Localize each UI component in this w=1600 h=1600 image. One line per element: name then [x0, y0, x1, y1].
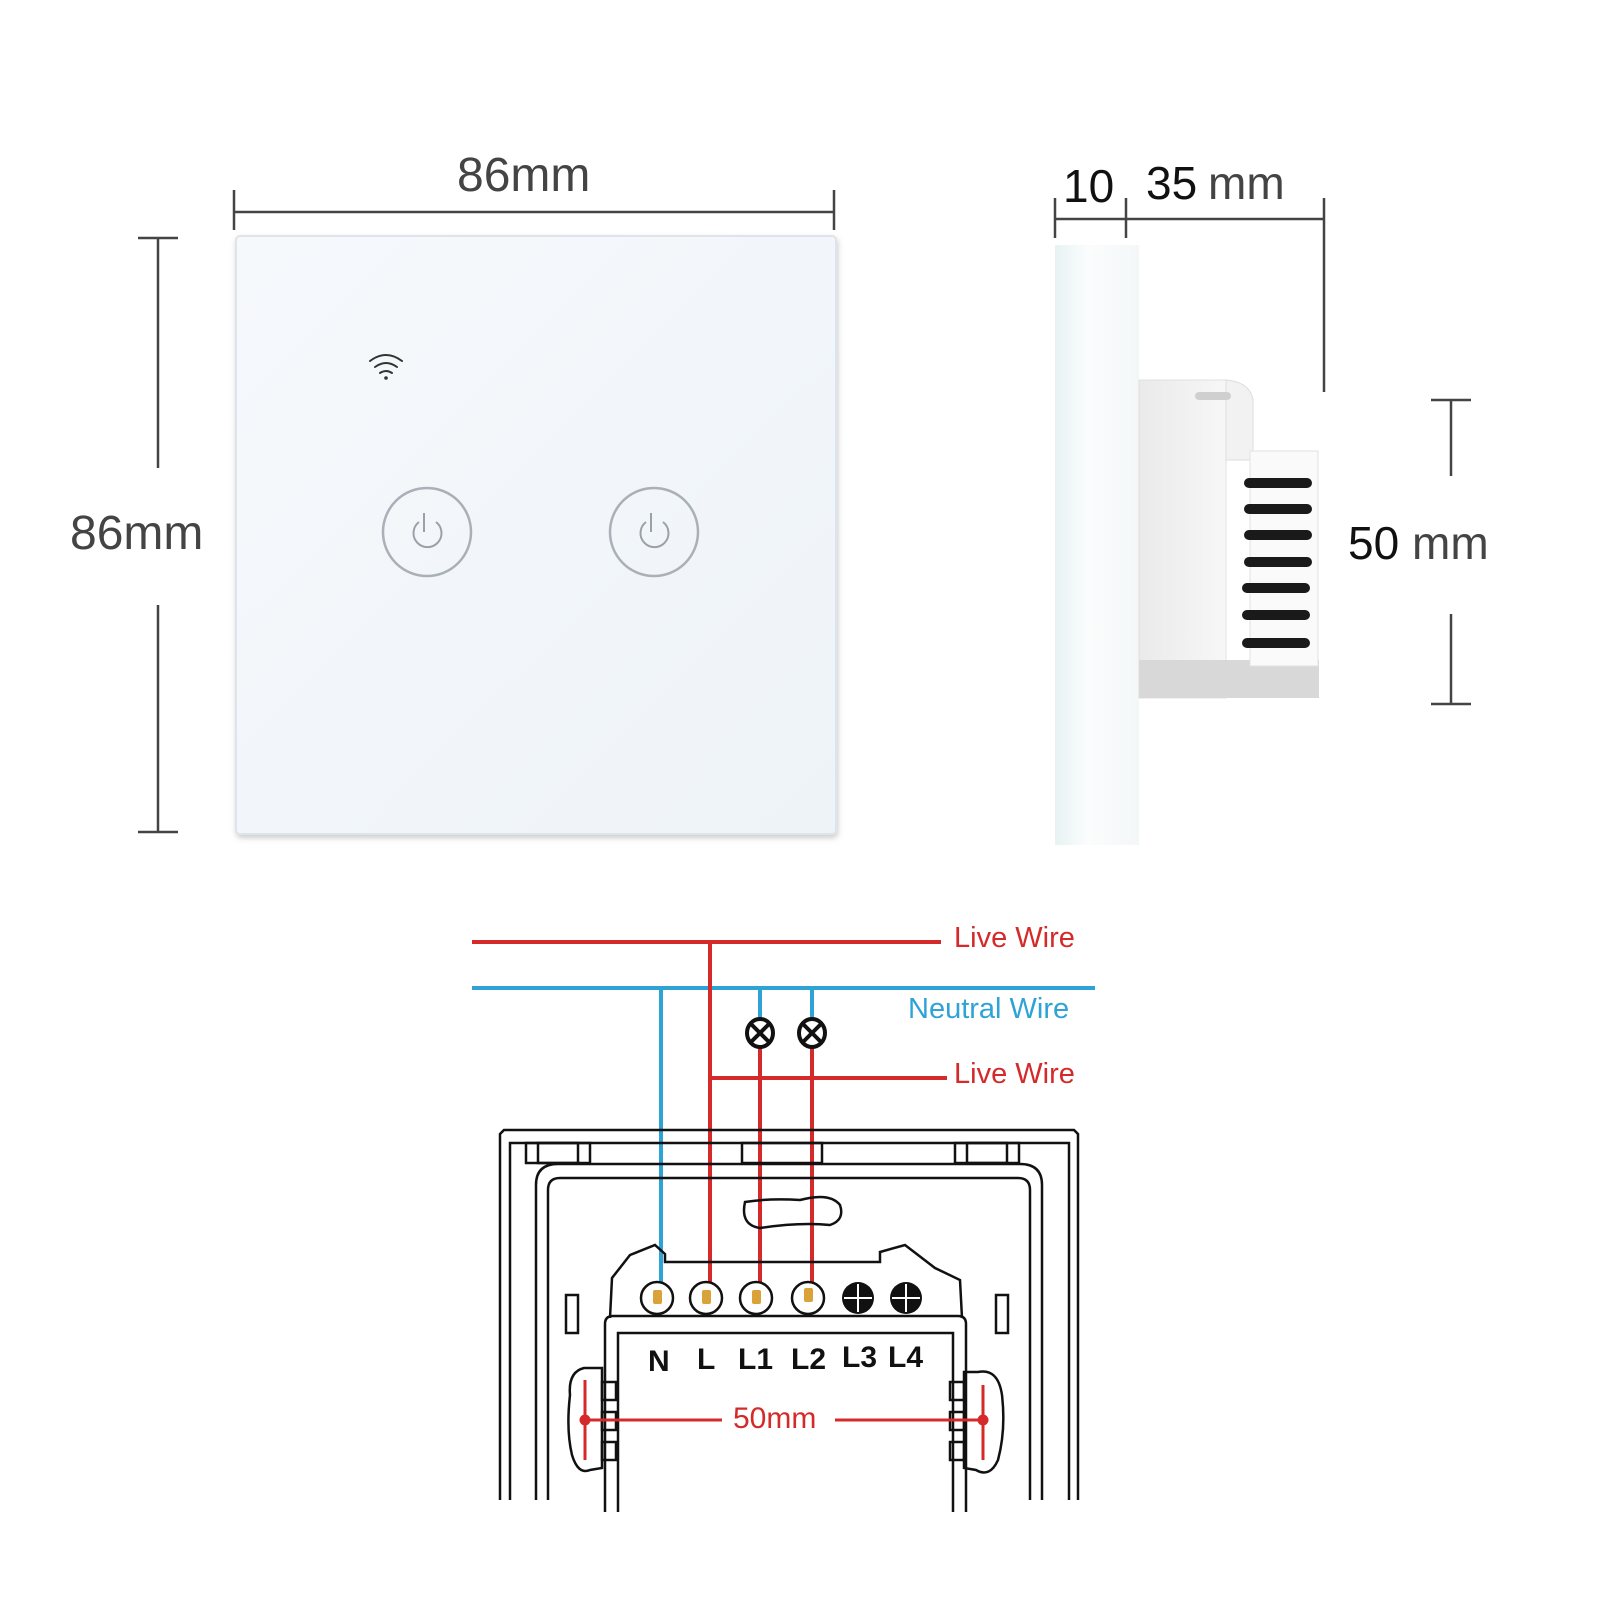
back-box-outline	[498, 1128, 1080, 1512]
vent-slots	[1242, 478, 1312, 648]
power-icon	[412, 513, 443, 549]
lamp-icon	[797, 1017, 827, 1049]
front-height-label: 86mm	[70, 507, 204, 560]
wiring-lines	[472, 940, 1095, 1300]
terminal-label-l2: L2	[791, 1343, 827, 1376]
body-depth-label: 35	[1146, 157, 1198, 209]
touch-button-1[interactable]	[381, 486, 473, 578]
bottom-live-wire-label: Live Wire	[954, 1058, 1075, 1090]
height-dimension-line	[138, 236, 178, 834]
wifi-icon	[369, 354, 403, 380]
body-height-unit-label: mm	[1412, 517, 1489, 569]
top-live-wire-label: Live Wire	[954, 922, 1075, 954]
terminal-label-l1: L1	[738, 1343, 774, 1376]
terminal-label-l: L	[697, 1343, 716, 1376]
terminal-label-l4: L4	[888, 1341, 924, 1374]
depth-unit-label: mm	[1208, 157, 1285, 209]
mount-spacing-line	[579, 1380, 989, 1460]
touch-button-2[interactable]	[608, 486, 700, 578]
terminal-label-l3: L3	[842, 1341, 878, 1374]
depth-dimension-line	[1053, 198, 1326, 392]
side-panel	[1055, 245, 1319, 845]
lamp-icon	[745, 1017, 775, 1049]
width-dimension-line	[232, 190, 836, 230]
front-width-label: 86mm	[457, 149, 591, 202]
body-height-label: 50	[1348, 517, 1400, 569]
power-icon	[639, 513, 670, 549]
terminal-screws	[639, 1280, 922, 1316]
neutral-wire-label: Neutral Wire	[908, 993, 1070, 1025]
front-panel	[235, 235, 837, 835]
panel-depth-label: 10	[1063, 160, 1115, 212]
body-height-dimension-line	[1431, 398, 1471, 706]
mount-spacing-label: 50mm	[733, 1402, 817, 1435]
terminal-label-n: N	[648, 1345, 670, 1378]
